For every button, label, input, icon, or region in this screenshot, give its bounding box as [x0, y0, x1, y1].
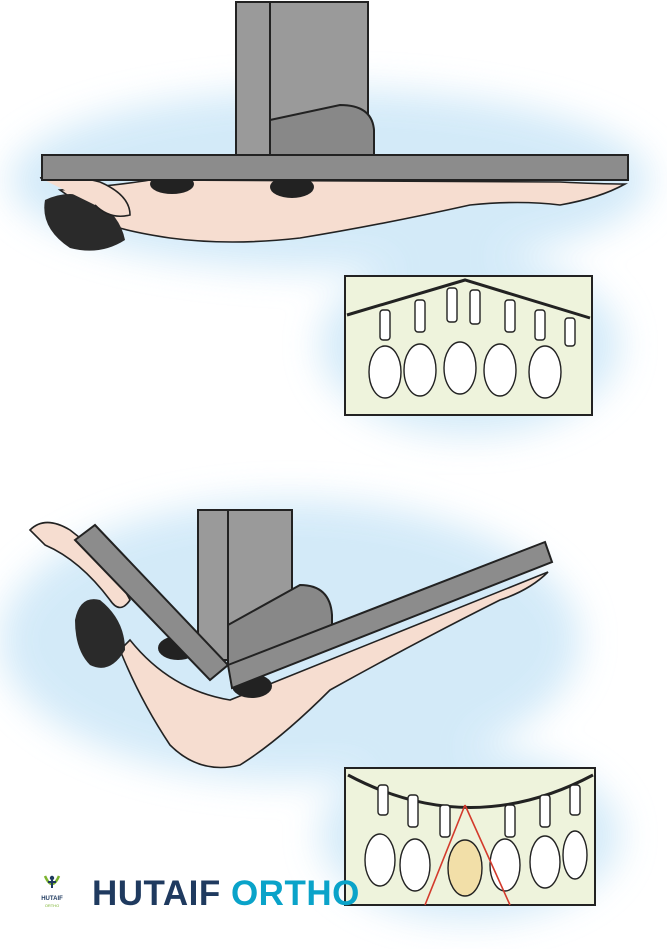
table-right	[226, 540, 554, 690]
table	[41, 154, 629, 181]
hair	[75, 599, 125, 668]
brand-wordmark: HUTAIF ORTHO	[92, 874, 360, 914]
logo-mark-text: HUTAIF	[41, 896, 63, 902]
arm	[28, 521, 131, 609]
logo-figure-icon	[43, 875, 61, 888]
logo-mark-subtext: ORTHO	[44, 903, 60, 908]
brand-logo-mark: HUTAIF ORTHO	[34, 874, 70, 910]
bottom-figure	[28, 509, 554, 769]
highlighted-vertebra	[447, 839, 483, 897]
brand-name-accent: ORTHO	[230, 874, 360, 913]
body	[57, 179, 629, 243]
brand-name-primary: HUTAIF	[92, 874, 221, 913]
top-figure	[39, 1, 629, 251]
inset-spine-flexion	[344, 767, 596, 906]
inset-spine-extension	[344, 275, 593, 416]
